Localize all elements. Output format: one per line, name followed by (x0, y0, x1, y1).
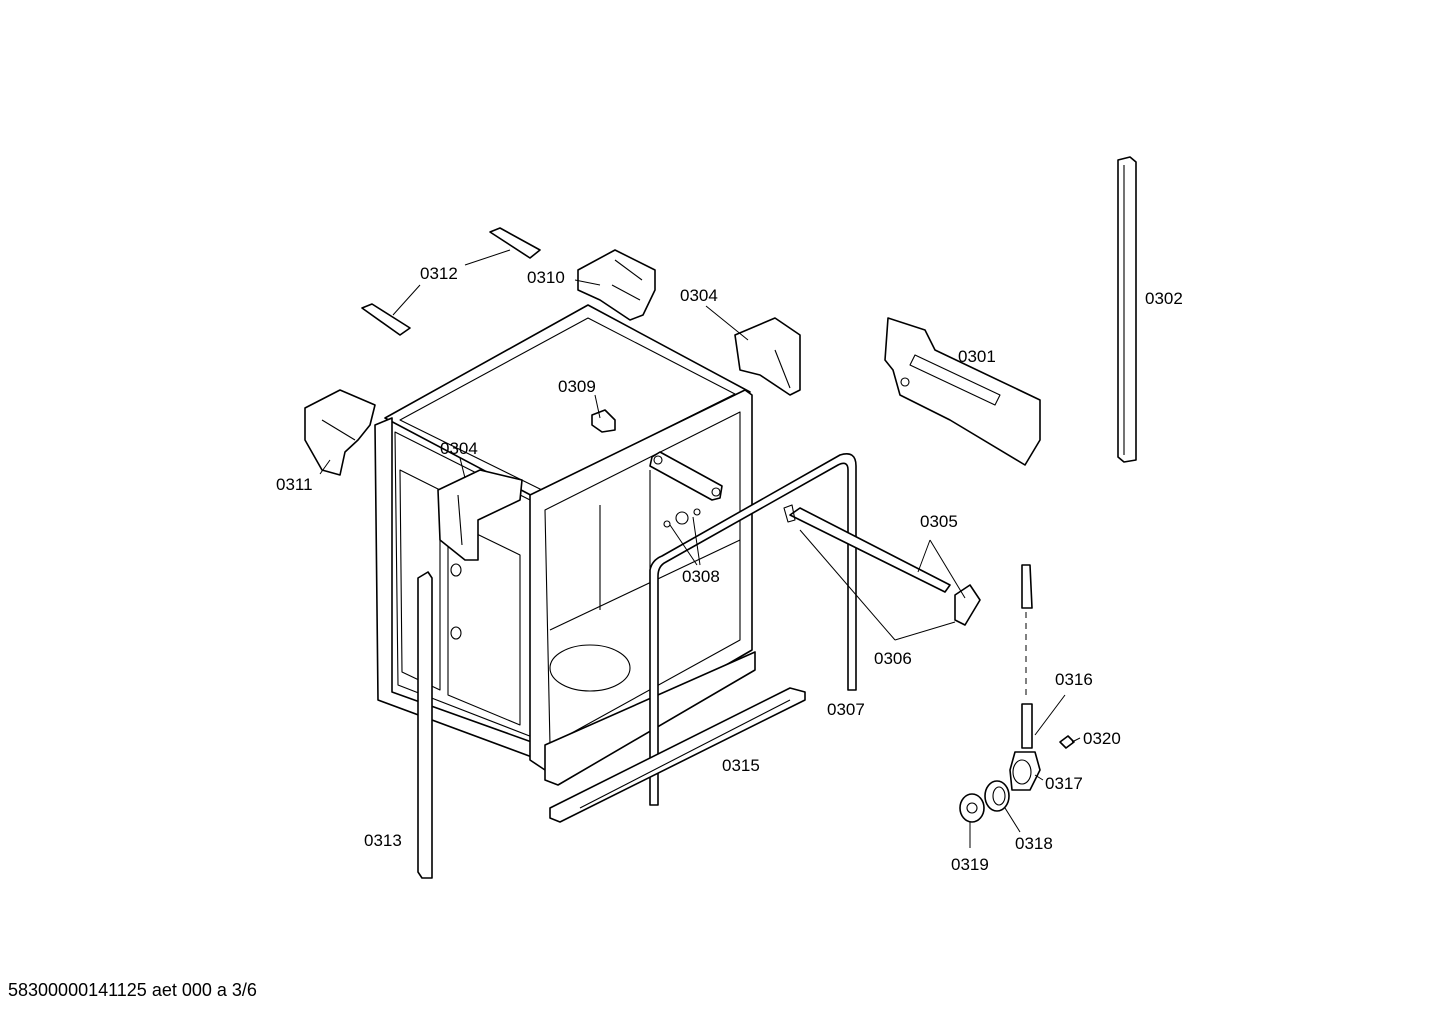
callout-0304-top: 0304 (680, 286, 718, 305)
callout-0315: 0315 (722, 756, 760, 775)
insulation-mat-0301 (884, 317, 1041, 466)
callout-0310: 0310 (527, 268, 565, 287)
callout-0307: 0307 (827, 700, 865, 719)
door-seal-0307 (649, 453, 857, 806)
callout-0311: 0311 (276, 475, 313, 494)
mounting-plates-0312 (361, 227, 541, 336)
base-strip-0315 (549, 687, 806, 823)
callout-0320: 0320 (1083, 729, 1121, 748)
clip-0309 (591, 409, 616, 433)
callout-0319: 0319 (951, 855, 989, 874)
callout-0318: 0318 (1015, 834, 1053, 853)
cap-0319 (959, 793, 985, 823)
screw-0320 (1059, 735, 1075, 749)
callout-0312: 0312 (420, 264, 458, 283)
nut-0318 (984, 780, 1010, 812)
bracket-0304-mid (437, 469, 523, 561)
leader-lines (319, 249, 1081, 848)
callout-0316: 0316 (1055, 670, 1093, 689)
bracket-0308 (649, 451, 723, 528)
callout-0313: 0313 (364, 831, 402, 850)
callout-0317: 0317 (1045, 774, 1083, 793)
document-code: 58300000141125 aet 000 a 3/6 (8, 980, 257, 1000)
callout-labels: 0301 0302 0304 0304 0305 0306 0307 0308 … (276, 264, 1183, 874)
callout-0309: 0309 (558, 377, 596, 396)
hinge-block-0310 (577, 249, 656, 321)
callout-0304-mid: 0304 (440, 439, 478, 458)
hinge-block-0311 (304, 389, 376, 476)
valve-0317 (1009, 751, 1041, 791)
callout-0302: 0302 (1145, 289, 1183, 308)
callout-0308: 0308 (682, 567, 720, 586)
callout-0301: 0301 (958, 347, 996, 366)
callout-0306: 0306 (874, 649, 912, 668)
side-trim-strip-0302 (1117, 156, 1137, 463)
callout-0305: 0305 (920, 512, 958, 531)
side-trim-0313 (417, 571, 433, 879)
hose-0316 (1021, 564, 1033, 749)
bracket-0304-top (734, 317, 801, 396)
rail-0305 (783, 504, 981, 626)
